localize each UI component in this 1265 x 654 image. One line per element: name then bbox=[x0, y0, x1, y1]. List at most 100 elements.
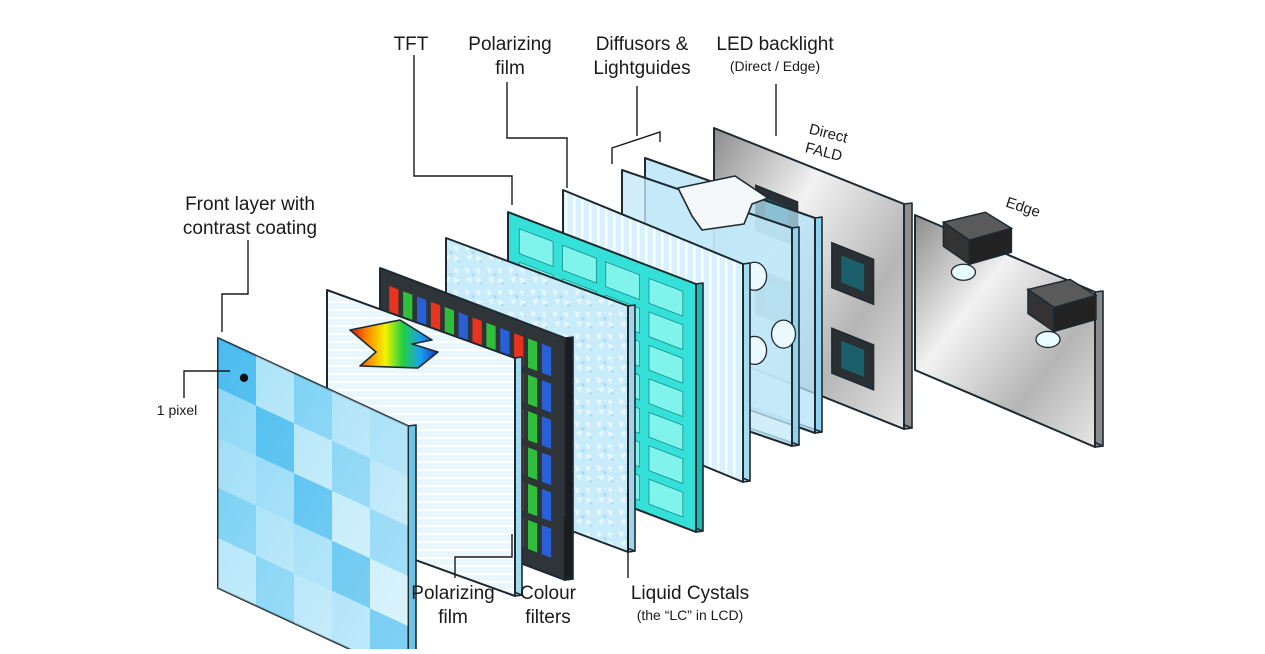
leader-tft bbox=[413, 55, 513, 205]
liquid-crystal-panel-edge bbox=[627, 304, 636, 553]
label-polarizing-film-bottom-line1: Polarizing bbox=[411, 583, 495, 604]
leader-front-layer bbox=[221, 240, 249, 332]
light-arrow-rainbow bbox=[349, 319, 439, 369]
colour-filter-subpixel-0-6 bbox=[472, 317, 482, 351]
colour-filter-subpixel-0-7 bbox=[486, 322, 496, 356]
label-liquid-crystals-sub: (the “LC” in LCD) bbox=[636, 607, 744, 623]
fald-led-lens-2 bbox=[841, 255, 865, 292]
leader-one-pixel bbox=[183, 370, 230, 398]
colour-filter-subpixel-1-10 bbox=[528, 374, 538, 408]
front-pixel-0-2 bbox=[294, 373, 332, 441]
light-arrow-white bbox=[677, 175, 769, 231]
tft-cell-1-3 bbox=[648, 311, 684, 351]
colour-filter-subpixel-5-11 bbox=[541, 525, 552, 558]
front-pixel-0-1 bbox=[256, 355, 294, 424]
front-pixel-1-0 bbox=[218, 388, 256, 456]
tft-cell-0-2 bbox=[605, 261, 640, 301]
colour-filter-subpixel-0-0 bbox=[389, 286, 399, 319]
diffusor-bubble-2 bbox=[770, 319, 797, 349]
front-pixel-3-4 bbox=[370, 558, 408, 626]
label-colour-filters-line1: Colour bbox=[520, 583, 576, 604]
front-pixel-4-0 bbox=[218, 538, 256, 606]
tft-cell-5-3 bbox=[648, 445, 684, 485]
label-diffusors-line2: Lightguides bbox=[593, 58, 691, 79]
label-led-backlight-title: LED backlight bbox=[716, 34, 834, 55]
colour-filter-subpixel-0-5 bbox=[458, 312, 468, 345]
front-pixel-2-3 bbox=[332, 490, 370, 559]
colour-filter-subpixel-2-11 bbox=[541, 416, 552, 449]
front-pixel-4-2 bbox=[294, 573, 332, 641]
front-pixel-2-2 bbox=[294, 473, 332, 541]
label-liquid-crystals-title: Liquid Cystals bbox=[630, 583, 750, 604]
label-liquid-crystals: Liquid Cystals (the “LC” in LCD) bbox=[608, 582, 772, 624]
lightguide-back-panel-edge bbox=[814, 216, 823, 434]
leader-polarizing-film-top bbox=[506, 82, 568, 188]
front-pixel-0-4 bbox=[370, 408, 408, 476]
tft-cell-2-3 bbox=[648, 344, 684, 384]
label-front-layer: Front layer with contrast coating bbox=[160, 193, 340, 241]
colour-filter-subpixel-0-11 bbox=[541, 343, 552, 377]
colour-filter-subpixel-0-10 bbox=[528, 338, 538, 372]
edge-led-glow-1 bbox=[950, 263, 977, 281]
front-pixel-4-3 bbox=[332, 590, 370, 654]
label-colour-filters-line2: filters bbox=[525, 607, 571, 628]
label-led-backlight: LED backlight (Direct / Edge) bbox=[700, 33, 850, 75]
front-pixel-3-3 bbox=[332, 540, 370, 609]
label-polarizing-film-bottom-line2: film bbox=[438, 607, 468, 628]
label-polarizing-film-top-line2: film bbox=[495, 58, 525, 79]
label-polarizing-film-top: Polarizing film bbox=[455, 33, 565, 81]
colour-filter-subpixel-3-11 bbox=[541, 452, 552, 486]
colour-filter-subpixel-5-10 bbox=[528, 520, 538, 553]
front-pixel-1-4 bbox=[370, 458, 408, 526]
front-pixel-2-1 bbox=[256, 455, 294, 524]
edge-led-right-2 bbox=[1053, 294, 1097, 333]
label-front-layer-line1: Front layer with bbox=[185, 194, 315, 215]
front-pixel-1-3 bbox=[332, 440, 370, 509]
edge-led-glow-2 bbox=[1035, 330, 1061, 349]
colour-filter-subpixel-2-10 bbox=[528, 411, 538, 444]
front-pixel-3-2 bbox=[294, 523, 332, 591]
colour-filter-subpixel-0-2 bbox=[417, 296, 427, 330]
label-tft: TFT bbox=[393, 34, 429, 55]
direct-fald-panel-edge bbox=[903, 202, 913, 430]
label-polarizing-film-top-line1: Polarizing bbox=[468, 34, 552, 55]
front-pixel-2-4 bbox=[370, 508, 408, 576]
colour-filter-subpixel-0-3 bbox=[430, 301, 441, 335]
front-polarizing-film-panel-edge bbox=[514, 356, 523, 597]
tft-cell-3-3 bbox=[648, 378, 684, 418]
fald-led-lens-4 bbox=[841, 340, 865, 378]
colour-filter-subpixel-4-10 bbox=[528, 483, 538, 517]
front-pixel-2-0 bbox=[218, 438, 256, 506]
front-pixel-3-0 bbox=[218, 488, 256, 556]
colour-filter-panel-edge bbox=[564, 336, 574, 581]
label-colour-filters: Colour filters bbox=[508, 582, 588, 630]
front-pixel-0-3 bbox=[332, 390, 370, 459]
leader-polarizing-film-bottom bbox=[454, 534, 513, 578]
front-pixel-0-0 bbox=[218, 338, 256, 406]
front-pixel-3-1 bbox=[256, 505, 294, 574]
front-pixel-1-1 bbox=[256, 405, 294, 474]
tft-panel-edge bbox=[695, 282, 704, 533]
rear-polarizing-film-panel-edge bbox=[742, 262, 751, 483]
colour-filter-subpixel-4-11 bbox=[541, 488, 552, 522]
front-pixel-4-4 bbox=[370, 608, 408, 654]
label-front-layer-line2: contrast coating bbox=[182, 218, 318, 239]
colour-filter-subpixel-1-11 bbox=[541, 380, 552, 413]
leader-diffusors bbox=[611, 86, 661, 164]
front-pixel-1-2 bbox=[294, 423, 332, 491]
colour-filter-subpixel-0-4 bbox=[444, 307, 454, 340]
tft-cell-0-1 bbox=[562, 244, 597, 284]
label-diffusors-lightguides: Diffusors & Lightguides bbox=[582, 33, 702, 81]
colour-filter-subpixel-0-1 bbox=[403, 291, 413, 324]
front-pixel-4-1 bbox=[256, 555, 294, 624]
label-polarizing-film-bottom: Polarizing film bbox=[398, 582, 508, 630]
colour-filter-subpixel-3-10 bbox=[528, 447, 538, 480]
tft-cell-0-0 bbox=[518, 228, 554, 268]
label-diffusors-line1: Diffusors & bbox=[595, 34, 689, 55]
label-one-pixel: 1 pixel bbox=[156, 402, 198, 418]
tft-cell-0-3 bbox=[648, 277, 684, 317]
edge-led-right-1 bbox=[968, 227, 1013, 266]
tft-cell-4-3 bbox=[648, 411, 684, 451]
